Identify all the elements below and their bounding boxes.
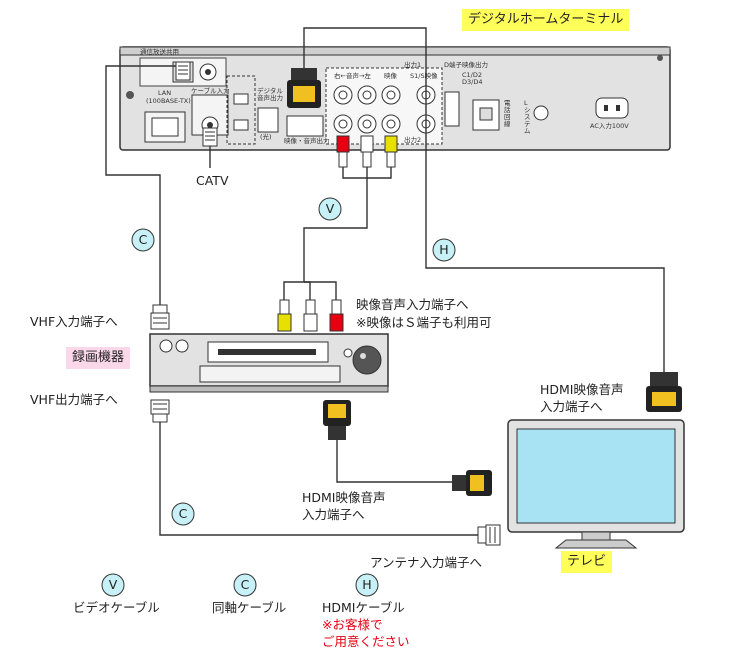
cable-input-label: ケーブル入力 (191, 87, 230, 95)
l-system-port (533, 105, 549, 121)
l-system-label: Lシステム (524, 99, 531, 135)
tv-device (507, 419, 685, 549)
terminal-name-tag: デジタルホームターミナル (462, 9, 630, 31)
hdmi-plug-icon (323, 400, 351, 440)
legend-coax-icon (233, 573, 257, 597)
legend-coax-letter: C (240, 577, 250, 592)
av-in-note: ※映像はＳ端子も利用可 (356, 315, 492, 330)
rca-plugs-icon (277, 299, 344, 332)
screw-icon (126, 91, 134, 99)
digital-audio-label: デジタル 音声出力 (257, 87, 283, 102)
output1-label: 出力1 (404, 61, 422, 69)
tv-name-tag: テレビ (561, 551, 613, 573)
antenna-in-label: アンテナ入力端子へ (370, 555, 483, 570)
ac-input-label: AC入力100V (590, 122, 629, 130)
recorder-hdmi-label-1: HDMI映像音声 (302, 490, 386, 505)
legend-coax-label: 同軸ケーブル (212, 600, 287, 615)
screw-icon (657, 55, 663, 61)
optical-label: (光) (260, 133, 272, 141)
f-plug-icon (202, 127, 218, 147)
catv-label: CATV (196, 173, 229, 188)
dial-icon (352, 345, 382, 375)
av-in-label: 映像音声入力端子へ (356, 297, 469, 312)
d-terminal-port (444, 91, 460, 127)
f-plug-icon (477, 524, 501, 546)
tv-screen (516, 428, 676, 524)
coax-badge-icon (171, 502, 195, 526)
legend-hdmi-icon (355, 573, 379, 597)
recorder-hdmi-label-2: 入力端子へ (302, 507, 365, 522)
recorder-name-tag: 録画機器 (66, 347, 131, 369)
audio-lr-label: 右←音声→左 (334, 72, 371, 80)
tv-hdmi-label-1: HDMI映像音声 (540, 382, 624, 397)
hdmi-cable (303, 27, 665, 372)
hdmi-cable (336, 440, 452, 483)
recorder-device (149, 333, 389, 393)
legend-video-letter: V (108, 577, 118, 592)
optical-port (257, 107, 279, 133)
ac-input-port (595, 97, 629, 119)
video-port-label: 映像 (384, 72, 397, 80)
f-plug-icon (150, 304, 170, 330)
legend-hdmi-note-2: ご用意ください (322, 634, 410, 649)
legend-hdmi-label: HDMIケーブル (322, 600, 405, 615)
hdmi-plug-icon (287, 68, 321, 108)
lan-label: LAN (158, 89, 172, 97)
coax-cable (159, 420, 478, 536)
hdmi-port-label: 映像・音声出力 (284, 137, 330, 145)
hdmi-badge-icon (432, 238, 456, 262)
coax-badge-letter: C (138, 232, 148, 247)
broadcast-port-label: 通信放送共用 (140, 48, 179, 56)
coax-cable (105, 65, 180, 305)
f-plug-icon (175, 61, 191, 81)
phone-label: 電話回線 (504, 99, 511, 128)
output2-label: 出力2 (404, 136, 422, 144)
video-badge-icon (318, 197, 342, 221)
coax-badge-letter: C (178, 506, 188, 521)
power-button-icon (343, 348, 353, 358)
d-formats-label: C1/D2 D3/D4 (462, 71, 483, 86)
vhf-in-label: VHF入力端子へ (30, 314, 118, 329)
cables (105, 27, 665, 536)
button-icon (159, 339, 173, 353)
hdmi-plug-icon (452, 470, 492, 496)
vhf-out-label: VHF出力端子へ (30, 392, 118, 407)
rca-plugs-icon (336, 135, 398, 168)
legend-hdmi-note-1: ※お客様で (322, 617, 383, 632)
tv-hdmi-label-2: 入力端子へ (540, 399, 603, 414)
video-cable (283, 167, 368, 300)
s-video-label: S1/S映像 (410, 72, 438, 80)
f-plug-icon (150, 399, 170, 423)
video-badge-letter: V (325, 201, 335, 216)
hdmi-badge-letter: H (439, 242, 449, 257)
button-icon (175, 339, 189, 353)
legend-hdmi-letter: H (362, 577, 372, 592)
coax-badge-icon (131, 228, 155, 252)
legend-video-icon (101, 573, 125, 597)
d-out-label: D端子映像出力 (444, 61, 489, 69)
lan-spec-label: (100BASE-TX) (146, 97, 191, 105)
hdmi-plug-icon (646, 372, 682, 412)
terminal-hdmi-port (286, 115, 324, 137)
legend-video-label: ビデオケーブル (73, 600, 160, 615)
